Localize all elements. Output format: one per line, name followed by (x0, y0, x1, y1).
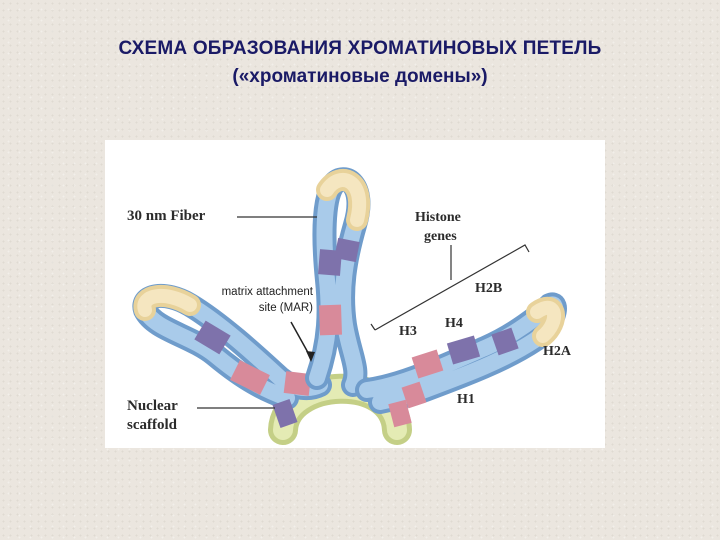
lower-fiber-segment-right (397, 402, 403, 425)
label-30nm-fiber: 30 nm Fiber (127, 208, 205, 225)
label-h2a: H2A (543, 344, 571, 360)
label-h4: H4 (445, 316, 463, 332)
lower-fiber-segment-left (281, 402, 289, 425)
label-scaffold-line1: Nuclear (127, 398, 178, 415)
label-scaffold-line2: scaffold (127, 417, 177, 434)
chromatin-loop-figure: 30 nm Fiber Histone genes matrix attachm… (105, 140, 605, 448)
label-h2b: H2B (475, 281, 502, 297)
top-chromatin-loop (317, 179, 359, 385)
label-histone-line2: genes (424, 229, 457, 245)
label-mar-line1: matrix attachment (222, 285, 313, 300)
label-h1: H1 (457, 392, 475, 408)
chromatin-diagram-svg (105, 140, 605, 448)
label-mar-line2: site (MAR) (259, 301, 313, 316)
label-histone-line1: Histone (415, 210, 461, 226)
slide-subtitle: («хроматиновые домены») (0, 66, 720, 88)
label-h3: H3 (399, 324, 417, 340)
slide-title: СХЕМА ОБРАЗОВАНИЯ ХРОМАТИНОВЫХ ПЕТЕЛЬ (0, 38, 720, 60)
